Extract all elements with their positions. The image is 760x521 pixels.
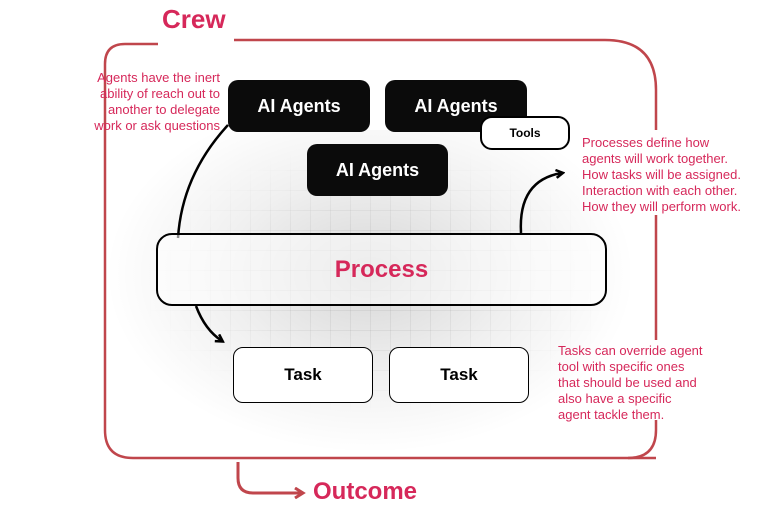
tools-node[interactable]: Tools (480, 116, 570, 150)
process-to-note-arrow (519, 173, 562, 234)
agents-note: Agents have the inert ability of reach o… (94, 70, 220, 133)
process-node[interactable]: Process (156, 233, 607, 306)
crew-frame-bottom-right (627, 420, 658, 460)
crew-frame (103, 42, 658, 460)
task-node-2[interactable]: Task (389, 347, 529, 403)
crew-frame-top (234, 38, 658, 130)
process-to-task-arrow (194, 305, 222, 341)
outcome-label: Outcome (313, 478, 418, 505)
ai-agent-node-1[interactable]: AI Agents (228, 80, 370, 132)
outcome-arrow (236, 462, 302, 493)
crew-title: Crew (162, 4, 226, 34)
ai-agent-node-3[interactable]: AI Agents (307, 144, 448, 196)
task-node-1[interactable]: Task (233, 347, 373, 403)
tasks-note: Tasks can override agent tool with speci… (558, 343, 703, 422)
agent-delegation-curve (176, 124, 229, 239)
processes-note: Processes define how agents will work to… (582, 135, 741, 214)
